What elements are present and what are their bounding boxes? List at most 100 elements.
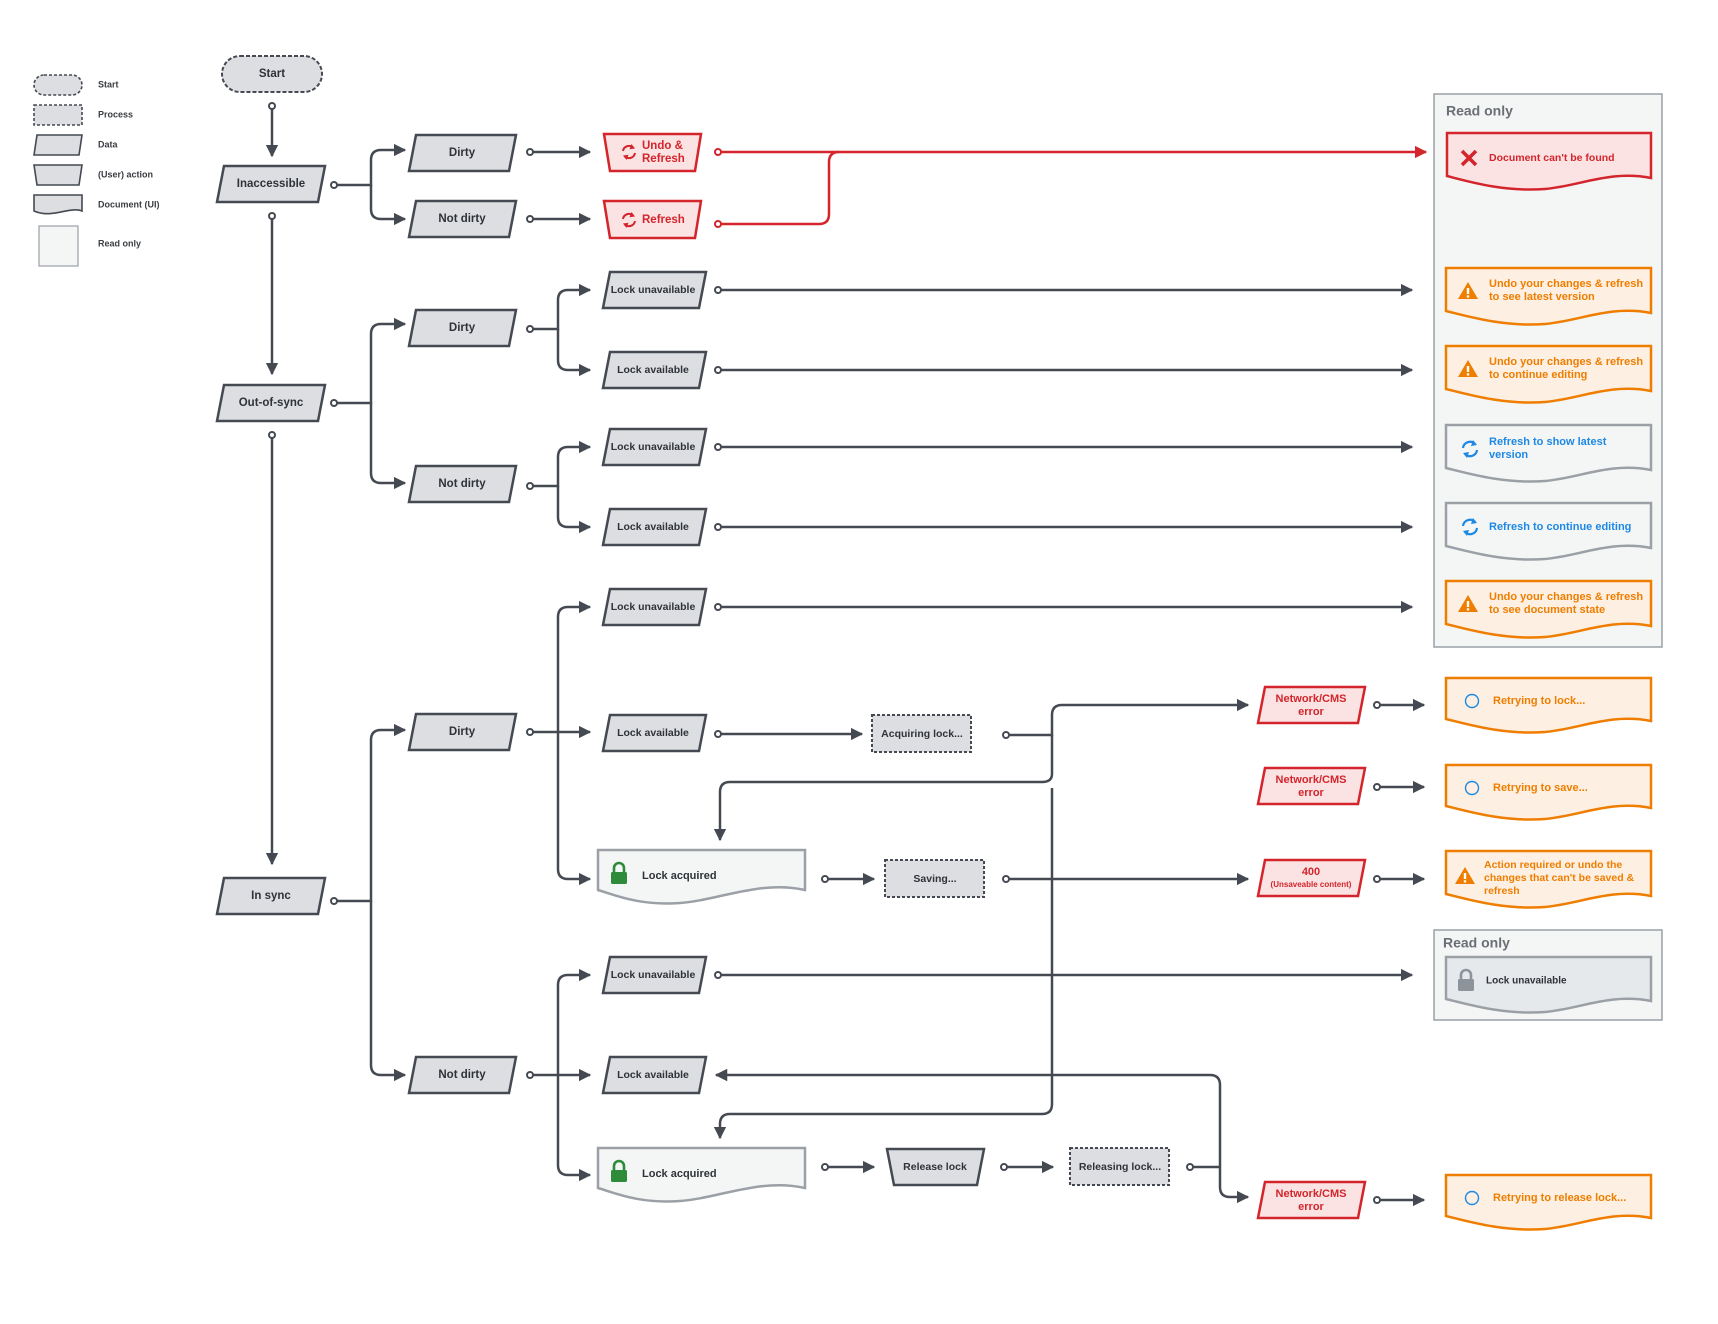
undo-latest-document	[1444, 266, 1653, 326]
network-error-data	[1256, 1180, 1367, 1220]
lock-acquired-document	[596, 848, 807, 905]
x-icon	[1460, 149, 1478, 167]
error-400-label: 400	[1302, 866, 1320, 878]
out-of-sync-label: Out-of-sync	[239, 397, 304, 409]
connectors	[265, 102, 1428, 1207]
retry-lock-document	[1444, 676, 1653, 734]
lock-available-label: Lock available	[617, 521, 689, 533]
legend-data-label: Data	[98, 139, 119, 149]
legend: Start Process Data (User) action Documen…	[33, 74, 160, 267]
dirty-label: Dirty	[449, 726, 476, 738]
legend-document-shape	[33, 194, 83, 215]
release-lock-action	[885, 1147, 986, 1187]
lock-available-label: Lock available	[617, 727, 689, 739]
not-dirty-label: Not dirty	[438, 213, 486, 225]
undo-latest-label-1: Undo your changes & refresh	[1489, 278, 1643, 290]
lock-unavailable-label: Lock unavailable	[611, 601, 696, 613]
inaccessible-dirty-node	[407, 133, 518, 173]
inaccessible-node	[215, 164, 327, 204]
releasing-lock-process	[1069, 1147, 1170, 1186]
lock-acquired-label: Lock acquired	[642, 870, 717, 882]
lock-acquired-label: Lock acquired	[642, 1168, 717, 1180]
in-sync-node	[215, 876, 327, 916]
lock-unavailable-node	[601, 427, 708, 467]
lock-unavailable-label: Lock unavailable	[611, 969, 696, 981]
legend-readonly-label: Read only	[98, 238, 141, 248]
network-error-data	[1256, 685, 1367, 725]
dirty-label: Dirty	[449, 322, 476, 334]
retry-release-label: Retrying to release lock...	[1493, 1192, 1626, 1204]
legend-data-shape	[33, 134, 83, 156]
action-required-document	[1444, 849, 1653, 909]
legend-process-shape	[33, 104, 83, 126]
lock-unavailable-label: Lock unavailable	[611, 441, 696, 453]
release-lock-label: Release lock	[903, 1161, 967, 1173]
undo-continue-document	[1444, 344, 1653, 404]
lock-unavailable-document	[1444, 955, 1653, 1014]
network-error-data	[1256, 766, 1367, 806]
legend-action-shape	[33, 164, 83, 186]
legend-readonly-shape	[38, 225, 79, 267]
undo-state-document	[1444, 579, 1653, 639]
retry-save-label: Retrying to save...	[1493, 782, 1588, 794]
refresh-label: Refresh	[642, 214, 685, 226]
legend-document-label: Document (UI)	[98, 199, 160, 209]
inaccessible-label: Inaccessible	[237, 178, 305, 190]
out-of-sync-node	[215, 383, 327, 423]
refresh-action	[602, 199, 703, 240]
retry-release-document	[1444, 1173, 1653, 1231]
dirty-label: Dirty	[449, 147, 476, 159]
legend-action-label: (User) action	[98, 169, 153, 179]
unsaveable-error-data	[1256, 858, 1367, 898]
not-dirty-label: Not dirty	[438, 478, 486, 490]
lock-available-node	[601, 507, 708, 547]
spinner-icon	[1464, 780, 1480, 796]
in-sync-label: In sync	[251, 890, 291, 902]
in-sync-not-dirty-node	[407, 1055, 518, 1095]
undo-state-label-1: Undo your changes & refresh	[1489, 591, 1643, 603]
legend-start-label: Start	[98, 79, 119, 89]
readonly-title-top: Read only	[1446, 103, 1513, 119]
acquiring-lock-label: Acquiring lock...	[881, 728, 963, 740]
network-error-label-2: error	[1298, 1201, 1324, 1213]
lock-unavailable-outcome-label: Lock unavailable	[1486, 976, 1567, 987]
readonly-title-bottom: Read only	[1443, 935, 1510, 951]
out-of-sync-not-dirty-node	[407, 464, 518, 504]
undo-state-label-2: to see document state	[1489, 604, 1605, 616]
spinner-icon	[1464, 1190, 1480, 1206]
action-required-label-3: refresh	[1484, 885, 1520, 897]
releasing-lock-label: Releasing lock...	[1079, 1161, 1161, 1173]
network-error-label-2: error	[1298, 706, 1324, 718]
acquiring-lock-process	[871, 714, 972, 753]
undo-refresh-label-2: Refresh	[642, 153, 685, 165]
retry-lock-label: Retrying to lock...	[1493, 695, 1585, 707]
undo-continue-label-1: Undo your changes & refresh	[1489, 356, 1643, 368]
refresh-latest-label-2: version	[1489, 449, 1528, 461]
refresh-latest-document	[1444, 423, 1653, 483]
not-dirty-label: Not dirty	[438, 1069, 486, 1081]
retry-save-document	[1444, 763, 1653, 821]
lock-unavailable-node	[601, 955, 708, 995]
lock-available-node	[601, 713, 708, 753]
lock-available-node	[601, 1055, 708, 1095]
network-error-label-2: error	[1298, 787, 1324, 799]
undo-refresh-action	[602, 132, 703, 173]
lock-available-label: Lock available	[617, 364, 689, 376]
lock-unavailable-node	[601, 270, 708, 310]
action-required-label-2: changes that can't be saved &	[1484, 872, 1635, 884]
legend-process-label: Process	[98, 109, 133, 119]
out-of-sync-dirty-node	[407, 308, 518, 348]
start-node	[221, 55, 323, 93]
start-label: Start	[259, 68, 285, 80]
action-required-label-1: Action required or undo the	[1484, 859, 1622, 871]
legend-start-shape	[33, 74, 83, 96]
saving-process	[884, 859, 985, 898]
network-error-label-1: Network/CMS	[1276, 693, 1347, 705]
refresh-latest-label-1: Refresh to show latest	[1489, 436, 1607, 448]
refresh-continue-document	[1444, 501, 1653, 561]
doc-not-found-label: Document can't be found	[1489, 152, 1615, 164]
doc-not-found-document	[1445, 131, 1653, 191]
undo-continue-label-2: to continue editing	[1489, 369, 1587, 381]
lock-acquired-document	[596, 1146, 807, 1203]
spinner-icon	[1464, 693, 1480, 709]
